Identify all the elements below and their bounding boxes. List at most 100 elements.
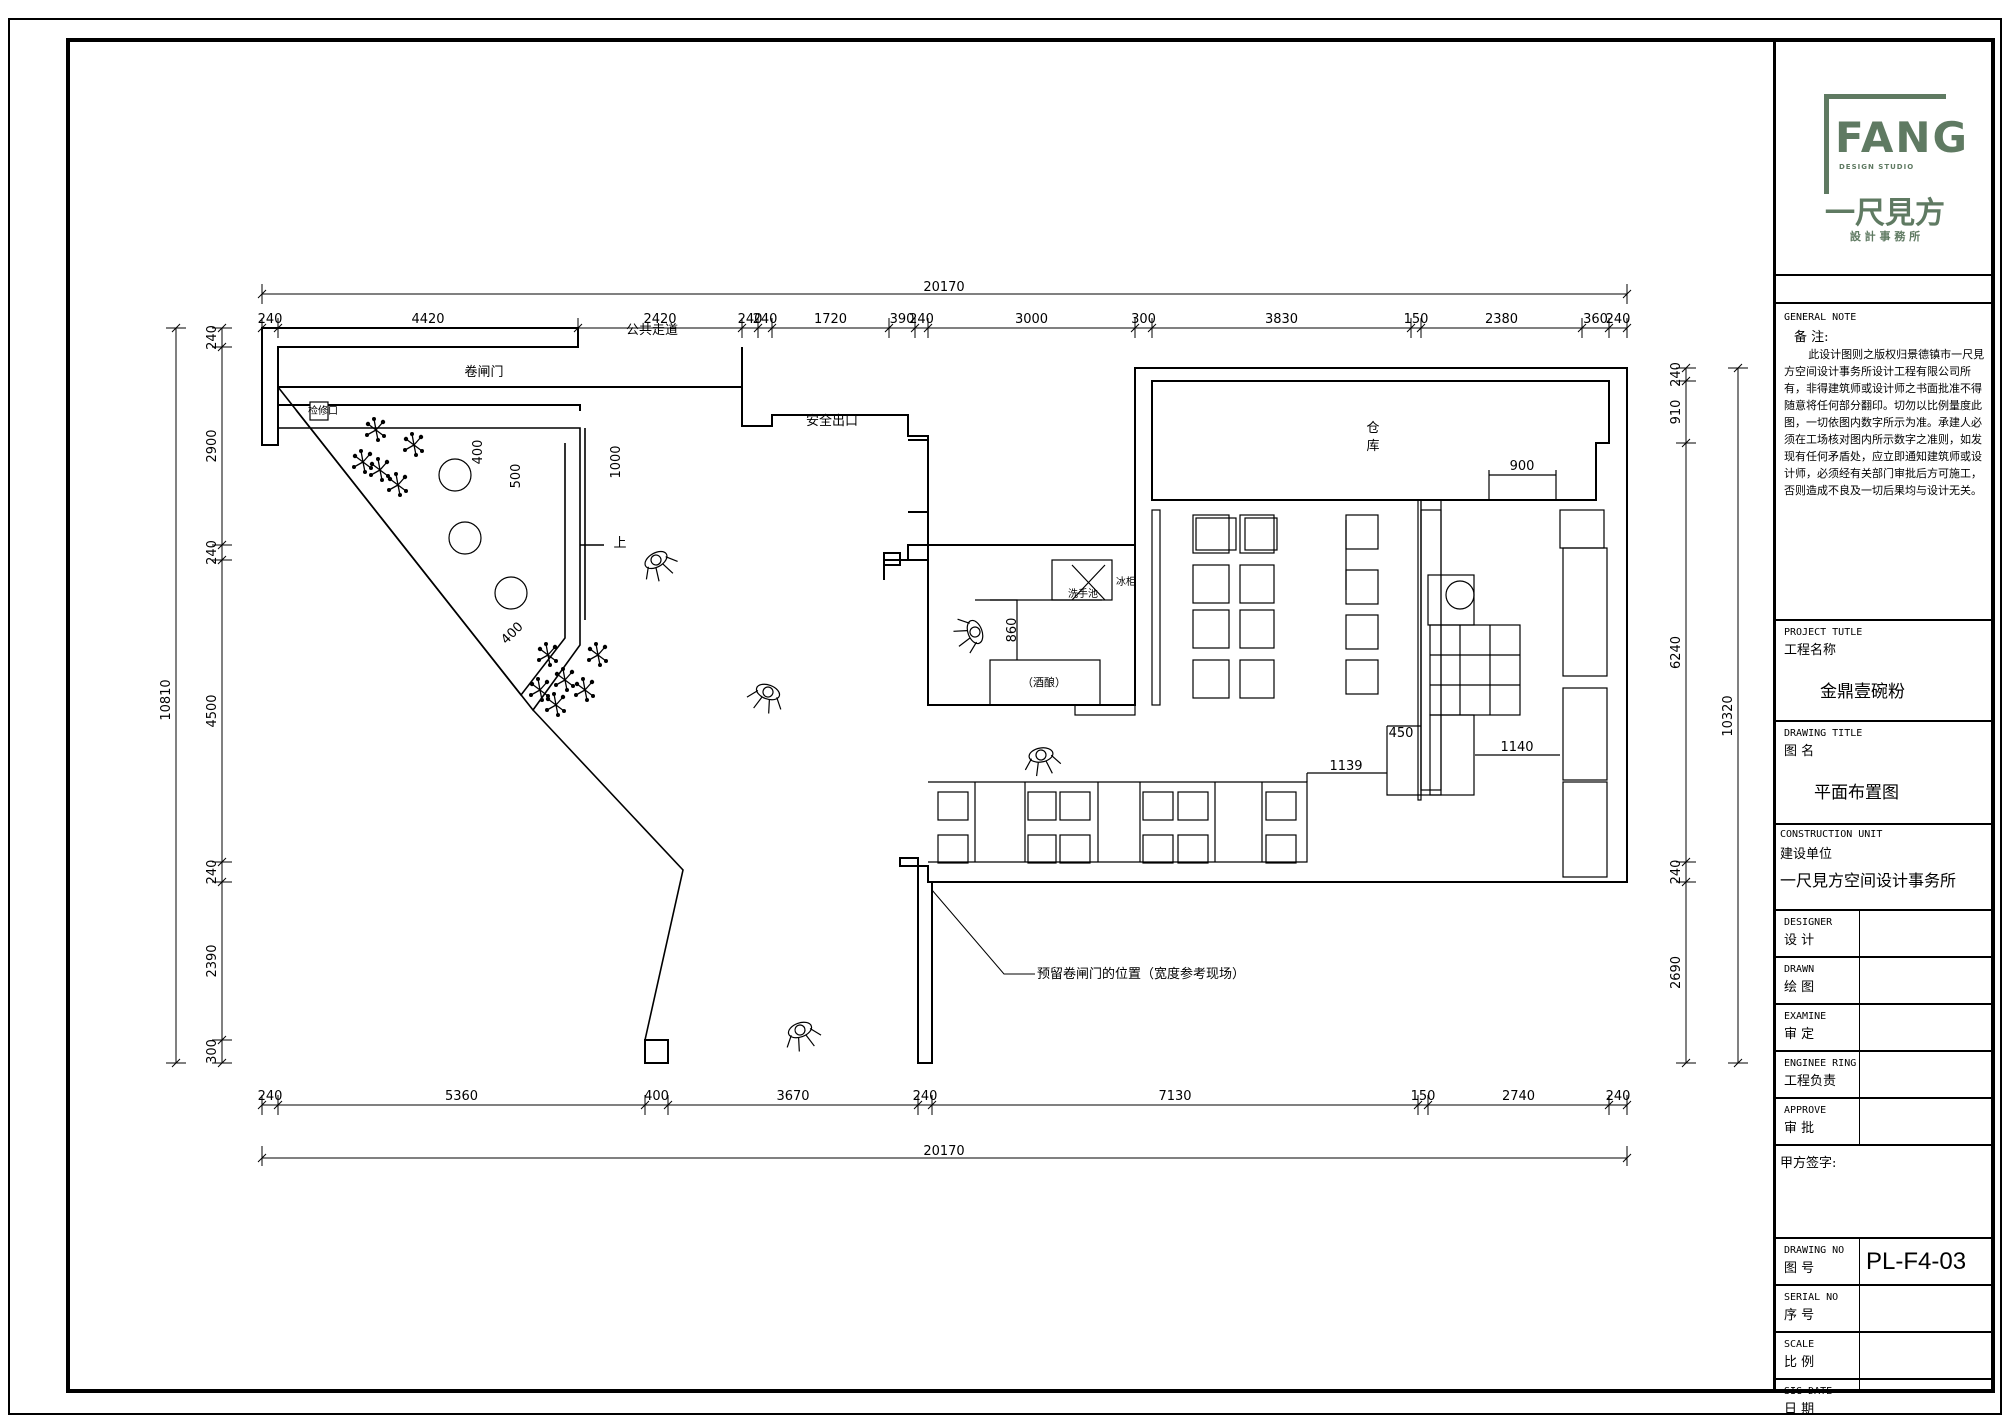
label-sink-2: 冰柜 — [1116, 575, 1136, 588]
examine-cn: 审 定 — [1784, 1027, 1815, 1042]
dim-top-label-11: 150 — [1404, 312, 1429, 327]
front-seat-c-1 — [1059, 834, 1091, 864]
examine-row: EXAMINE 审 定 — [1776, 1003, 1994, 1052]
approve-row: APPROVE 审 批 — [1776, 1097, 1994, 1146]
dim-top-label-13: 360 — [1583, 312, 1608, 327]
dim-top-label-6: 390 — [890, 312, 915, 327]
seating — [937, 514, 1379, 864]
serial-no-row: SERIAL NO 序 号 — [1776, 1284, 1994, 1333]
dim-bottom-label-6: 150 — [1411, 1089, 1436, 1104]
general-note-text: 此设计图则之版权归景德镇市一尺見方空间设计事务所设计工程有限公司所有，非得建筑师… — [1784, 348, 1985, 497]
top-seat-a — [1195, 517, 1237, 551]
dim-bottom-tick-1 — [273, 1100, 283, 1110]
dim-top-tick-8 — [923, 323, 933, 333]
dim-bottom-total-tick-a — [257, 1153, 267, 1163]
sig-date-split — [1859, 1380, 1860, 1391]
designer-cn: 设 计 — [1784, 933, 1815, 948]
dim-top-label-12: 2380 — [1485, 312, 1518, 327]
dim-bottom-total-label: 20170 — [923, 1144, 964, 1159]
logo-mark: FANG DESIGN STUDIO — [1824, 94, 1967, 194]
dim-right-total-label: 10320 — [1721, 695, 1736, 736]
dim-right-label-1: 910 — [1669, 400, 1684, 425]
triangle-platform — [277, 386, 684, 1041]
dim-right-tick-3 — [1681, 857, 1691, 867]
drawing-title-cn: 图 名 — [1784, 744, 1815, 759]
engineering-split — [1859, 1052, 1860, 1099]
dim-left-tick-5 — [217, 877, 227, 887]
dim-top-label-7: 240 — [909, 312, 934, 327]
wall-seat-1 — [1345, 569, 1379, 605]
dim-left-total-tick-b — [171, 1058, 181, 1068]
dim-top-tick-14 — [1604, 323, 1614, 333]
dim-bottom-tick-4 — [913, 1100, 923, 1110]
front-seat-c-0 — [1059, 791, 1091, 821]
dim-left-label-5: 2390 — [205, 944, 220, 977]
approve-en: APPROVE — [1784, 1105, 1827, 1116]
dim-top-label-14: 240 — [1606, 312, 1631, 327]
dim-top-total-tick-a — [257, 289, 267, 299]
dim-right-total-tick-a — [1733, 363, 1743, 373]
dim-500: 500 — [509, 464, 524, 489]
outer-border — [8, 18, 2002, 1415]
drawn-row: DRAWN 绘 图 — [1776, 956, 1994, 1005]
dim-left-tick-3 — [217, 555, 227, 565]
drawn-en: DRAWN — [1784, 964, 1815, 975]
dim-left-tick-2 — [217, 540, 227, 550]
tb-divider-logo — [1776, 274, 1994, 302]
dim-right-tick-4 — [1681, 877, 1691, 887]
label-sauce: （酒酿） — [1022, 675, 1066, 689]
dim-1140: 1140 — [1500, 740, 1533, 755]
dim-1139: 1139 — [1329, 759, 1362, 774]
people — [636, 544, 1063, 1056]
engineering-row: ENGINEE RING 工程负责 — [1776, 1050, 1994, 1099]
construction-unit-cn: 建设单位 — [1780, 847, 1833, 862]
dim-bottom-label-7: 2740 — [1502, 1089, 1535, 1104]
front-seat-f-0 — [1265, 791, 1297, 821]
dim-bottom-label-8: 240 — [1606, 1089, 1631, 1104]
dim-bottom-label-4: 240 — [913, 1089, 938, 1104]
dim-top-total-tick-b — [1622, 289, 1632, 299]
dim-bottom-label-2: 400 — [644, 1089, 669, 1104]
label-sink-1: 洗手池 — [1068, 587, 1098, 600]
booth-seat-b-3 — [1239, 659, 1275, 699]
sig-date-cn: 日 期 — [1784, 1402, 1815, 1417]
logo-chinese-sub: 設 計 事 務 所 — [1849, 230, 1921, 243]
logo-sub-text: DESIGN STUDIO — [1839, 163, 1915, 171]
dim-top-label-2: 2420 — [643, 312, 676, 327]
dim-right-label-3: 240 — [1669, 860, 1684, 885]
label-reserved-door: 预留卷闸门的位置（宽度参考现场） — [1037, 966, 1245, 982]
dim-bottom-label-1: 5360 — [445, 1089, 478, 1104]
designer-en: DESIGNER — [1784, 917, 1833, 928]
dim-top-tick-3 — [737, 323, 747, 333]
dimension-lines — [166, 284, 1748, 1166]
dim-right-total-tick-b — [1733, 1058, 1743, 1068]
round-tables — [309, 401, 528, 610]
dim-top-tick-4 — [753, 323, 763, 333]
inner-dimension-labels: 400 500 1000 400 860 900 450 1139 1140 — [471, 440, 1534, 774]
dim-right-label-0: 240 — [1669, 362, 1684, 387]
kitchen-fixtures — [928, 470, 1608, 878]
booth-seat-a-2 — [1192, 609, 1230, 649]
dim-left-total-tick-a — [171, 323, 181, 333]
dim-400-b: 400 — [498, 619, 526, 647]
dim-left-tick-1 — [217, 342, 227, 352]
dim-right-tick-5 — [1681, 1058, 1691, 1068]
dim-top-tick-6 — [884, 323, 894, 333]
floor-plan: 公共走道 卷闸门 安全出口 仓 库 上 （酒酿） 洗手池 冰柜 检修口 预留卷闸… — [159, 280, 1748, 1166]
drawing-no-cn: 图 号 — [1784, 1261, 1815, 1276]
logo-top-text: FANG — [1835, 113, 1969, 162]
front-seat-d-1 — [1142, 834, 1174, 864]
dim-860: 860 — [1005, 618, 1020, 643]
drawing-no-value: PL-F4-03 — [1866, 1248, 1967, 1275]
logo: FANG DESIGN STUDIO 一尺見方 設 計 事 務 所 — [1776, 38, 1994, 274]
dim-top-label-8: 3000 — [1015, 312, 1048, 327]
engineering-en: ENGINEE RING — [1784, 1058, 1857, 1069]
drawing-no-row: DRAWING NO 图 号 PL-F4-03 — [1776, 1237, 1994, 1286]
dim-top-label-10: 3830 — [1265, 312, 1298, 327]
drawing-no-split — [1859, 1239, 1860, 1286]
dim-left-tick-6 — [217, 1035, 227, 1045]
dim-right-label-2: 6240 — [1669, 636, 1684, 669]
dim-left-total-label: 10810 — [159, 679, 174, 720]
dim-bottom-label-5: 7130 — [1158, 1089, 1191, 1104]
drawn-split — [1859, 958, 1860, 1005]
